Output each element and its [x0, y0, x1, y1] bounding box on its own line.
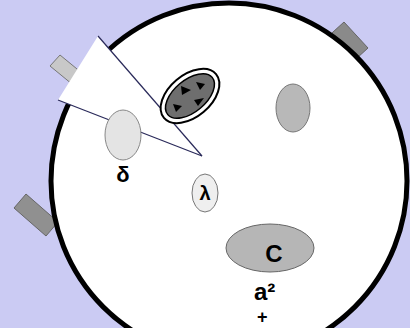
organelle-node: λ	[191, 173, 219, 213]
organelle-outer	[150, 58, 229, 134]
organelle-shape	[105, 110, 141, 160]
organelle	[276, 84, 310, 132]
organelle-label: δ	[116, 164, 129, 186]
organelle-outline	[104, 109, 142, 161]
organelle	[158, 65, 223, 127]
arrow-mark	[173, 104, 182, 112]
organelle-label: λ	[199, 183, 210, 203]
organelle-label: C	[265, 242, 282, 266]
symbol-label: +	[257, 308, 268, 326]
symbol-label: a²	[254, 280, 275, 304]
arrow-mark	[181, 86, 191, 95]
arrow-mark	[194, 98, 204, 106]
organelle-node: δ	[104, 109, 142, 187]
arrow-mark	[196, 82, 205, 90]
cell-membrane	[51, 3, 407, 328]
organelle-shape	[226, 224, 314, 272]
organelle-shape	[192, 174, 218, 212]
organelle-node: C	[225, 223, 315, 273]
